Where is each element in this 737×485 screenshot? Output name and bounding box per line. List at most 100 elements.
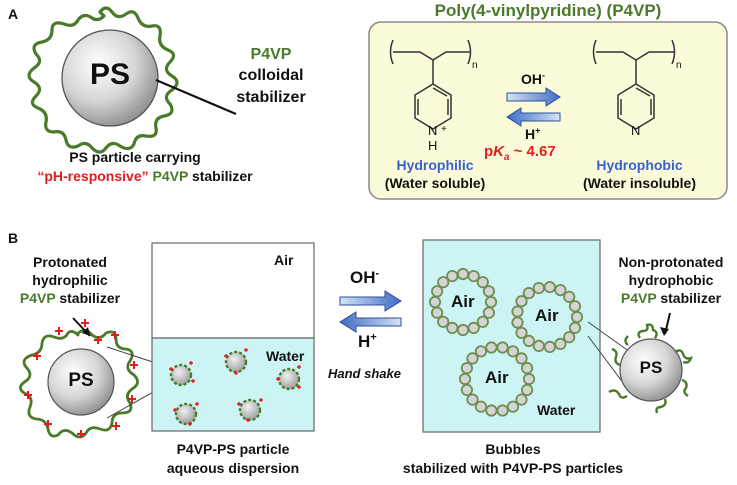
water-label-left: Water: [266, 348, 305, 364]
plus-charges: [24, 319, 138, 438]
bubble-3-particle: [506, 400, 520, 413]
bubble-3-particle: [515, 393, 528, 406]
water-soluble-label: (Water soluble): [384, 175, 486, 191]
h-label-a: H+: [525, 125, 541, 142]
bubble-1-particle: [456, 323, 470, 337]
bubble-1-particle: [446, 269, 459, 283]
caption-a-line1: PS particle carrying: [69, 149, 201, 165]
bubble-air-3: Air: [485, 368, 509, 387]
caption-a-line2: “pH-responsive” P4VP stabilizer: [0, 168, 290, 184]
bubble-2-particle: [532, 281, 545, 295]
left-note-1: Protonated: [33, 254, 107, 270]
bubble-2-particle: [570, 310, 584, 324]
water-label-right: Water: [537, 402, 576, 418]
hydrophilic-label: Hydrophilic: [396, 157, 474, 173]
bubble-2-particle: [515, 295, 528, 308]
bubbles: [428, 267, 584, 417]
left-caption-1: P4VP-PS particle: [176, 441, 290, 457]
right-caption-1: Bubbles: [485, 441, 541, 457]
water-insoluble-label: (Water insoluble): [582, 175, 697, 191]
right-note-2: hydrophobic: [628, 272, 714, 288]
stabilizer-name: P4VP: [250, 46, 292, 63]
bubble-1-particle: [476, 315, 489, 328]
stabilizer-desc-1: colloidal: [238, 67, 304, 84]
bubble-2-particle: [554, 337, 567, 350]
n-atom-neutral: N: [631, 123, 641, 138]
bubble-3-particle: [460, 361, 473, 375]
bubble-3-particle: [460, 383, 473, 396]
bubble-1-particle: [482, 285, 495, 298]
protonated-p4vp-structure: [389, 39, 472, 130]
bubble-3-particle: [458, 372, 472, 386]
bubble-1-particle: [482, 306, 495, 319]
ps-label-a: PS: [89, 58, 131, 91]
stabilizer-desc-2: stabilizer: [236, 89, 306, 106]
bubble-2-particle: [554, 283, 567, 297]
bubble-2-particle: [563, 290, 576, 303]
bubble-air-1: Air: [451, 292, 475, 311]
bubble-3-particle: [474, 345, 488, 358]
bubble-2-particle: [522, 286, 536, 300]
zoom-line-right-top: [587, 321, 631, 353]
bubble-3-particle: [474, 400, 488, 413]
bubble-air-2: Air: [535, 306, 559, 325]
left-container-air: [151, 242, 315, 339]
hydrophobic-ps-particle: [608, 323, 693, 414]
panel-a-label: A: [8, 6, 19, 22]
equilibrium-arrows-a: [506, 87, 561, 127]
bubble-3-particle: [485, 404, 498, 417]
bubble-2-particle: [543, 280, 556, 294]
n-plus-charge: +: [441, 124, 447, 135]
n-hydrogen: H: [428, 138, 438, 153]
subscript-n-right: n: [676, 60, 682, 71]
bubble-3-particle: [466, 352, 479, 365]
bubble-1-particle: [456, 267, 470, 281]
bubble-1-particle: [437, 276, 450, 289]
oh-label-b: OH-: [350, 267, 380, 287]
bubble-3-particle: [520, 383, 534, 396]
p4vp-box: [368, 21, 728, 200]
oh-label-a: OH-: [521, 70, 546, 87]
air-label-left: Air: [274, 252, 294, 268]
left-caption-2: aqueous dispersion: [166, 460, 300, 476]
n-atom-protonated: N: [428, 123, 438, 138]
bubble-1-particle: [437, 315, 450, 328]
stabilizer-caption-text: stabilizer: [191, 168, 253, 184]
right-note-3: P4VP stabilizer: [620, 290, 722, 306]
bubble-1-particle: [446, 321, 459, 334]
pka-value: pKa ~ 4.67: [484, 143, 556, 163]
left-note-3: P4VP stabilizer: [19, 290, 121, 306]
bubble-3-particle: [522, 372, 536, 386]
bubble-3-particle: [520, 361, 534, 375]
h-label-b: H+: [358, 331, 377, 351]
bubble-2-particle: [568, 321, 582, 334]
bubble-3-particle: [466, 393, 479, 406]
bubble-2-particle: [568, 300, 582, 313]
ps-particle-hairy: [27, 6, 179, 154]
bubble-1-particle: [430, 306, 444, 319]
bubble-1-particle: [467, 269, 480, 283]
ps-label-b-left: PS: [68, 370, 94, 391]
bubble-2-particle: [532, 339, 545, 352]
bubble-2-particle: [511, 316, 524, 329]
bubble-1-particle: [467, 321, 480, 334]
bubble-3-particle: [496, 341, 509, 354]
dispersed-particles: [169, 348, 301, 426]
bubble-2-particle: [543, 340, 556, 353]
bubble-3-particle: [496, 404, 509, 417]
bubble-1-particle: [476, 276, 489, 289]
bubble-3-particle: [506, 345, 520, 358]
bubble-2-particle: [515, 326, 528, 339]
bubble-3-particle: [515, 352, 528, 365]
bubble-1-particle: [430, 285, 444, 298]
bubble-2-particle: [563, 331, 576, 344]
hydrophobic-label: Hydrophobic: [596, 157, 683, 173]
bubble-1-particle: [428, 295, 442, 309]
bubble-3-particle: [485, 341, 498, 354]
ph-responsive-text: “pH-responsive”: [37, 168, 149, 184]
stabilizer-pointer: [155, 78, 237, 116]
subscript-n-left: n: [472, 60, 478, 71]
hand-shake-label: Hand shake: [328, 366, 401, 381]
ps-label-b-right: PS: [639, 358, 663, 377]
